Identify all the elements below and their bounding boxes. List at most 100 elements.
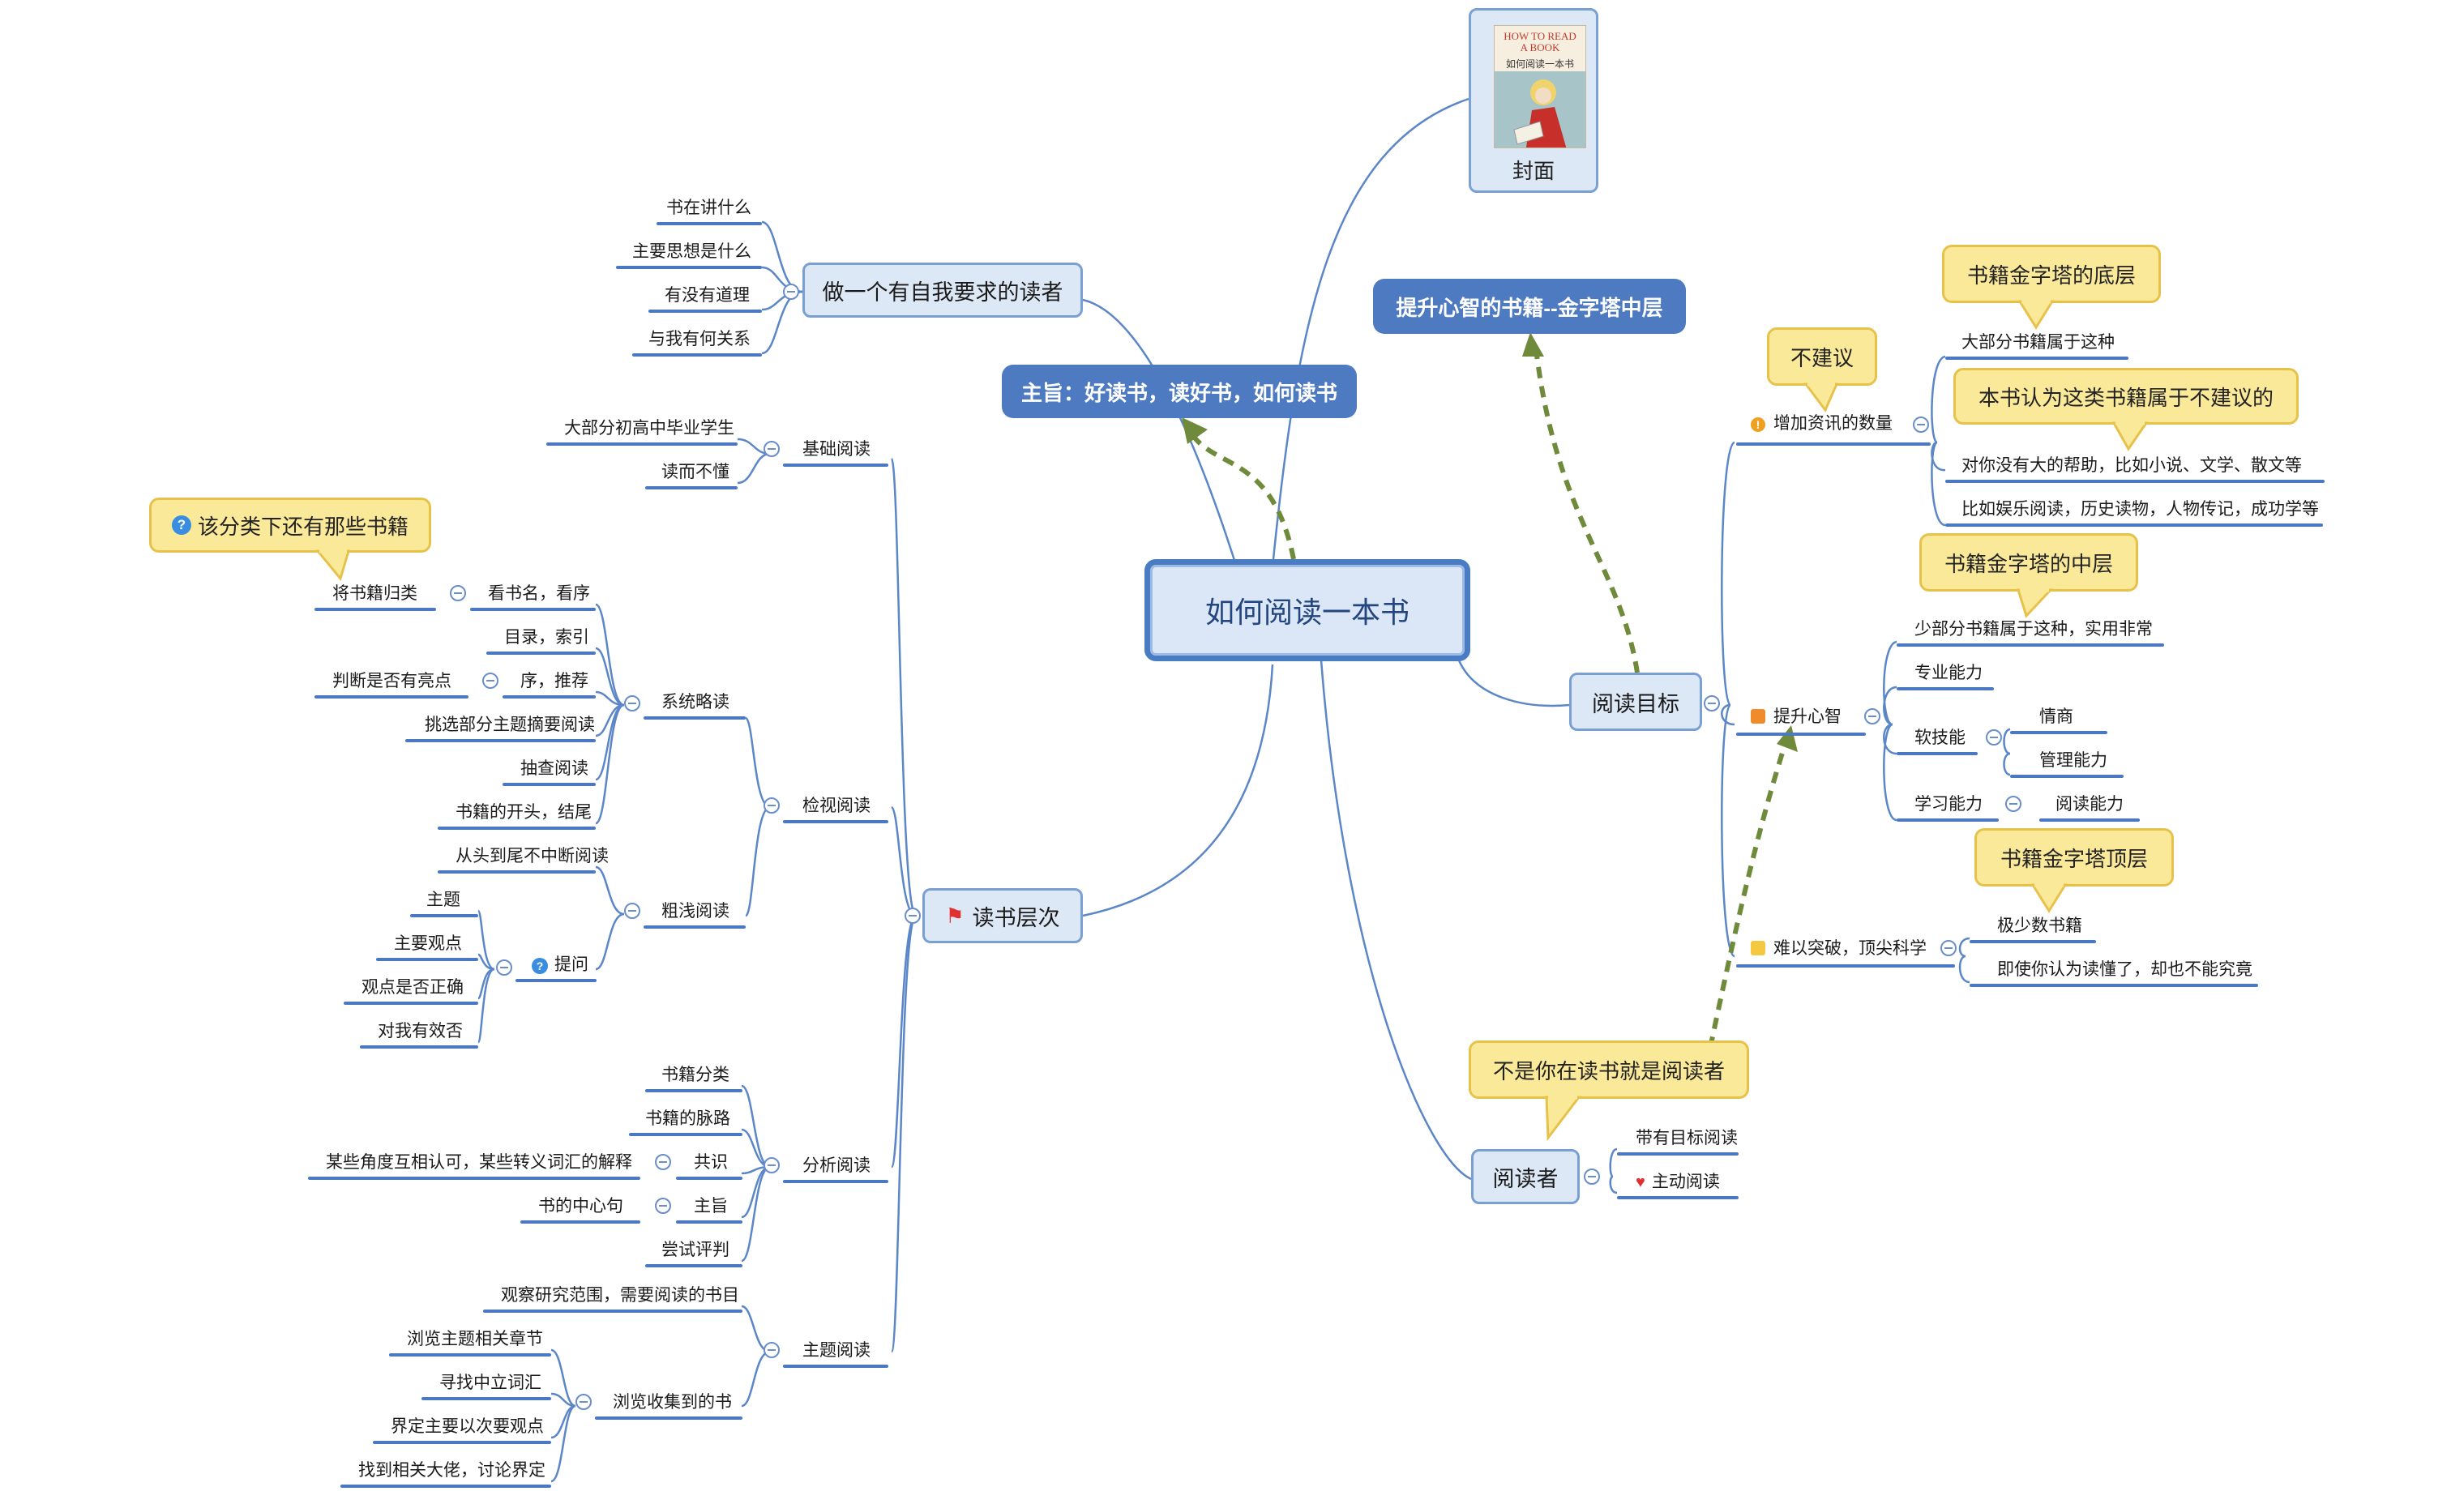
reader-item: ♥主动阅读	[1636, 1173, 1720, 1191]
self-reader-item: 有没有道理	[665, 286, 750, 305]
reading-goal-node[interactable]: 阅读目标	[1569, 673, 1702, 731]
note-not-recommend[interactable]: 不建议	[1767, 327, 1877, 386]
collapse-toggle[interactable]	[1913, 417, 1929, 433]
calendar-icon	[1751, 941, 1765, 955]
collapse-toggle[interactable]	[764, 1342, 780, 1358]
note-pyramid-top[interactable]: 书籍金字塔顶层	[1974, 828, 2174, 887]
browse-item: 找到相关大佬，讨论界定	[358, 1461, 545, 1480]
note-not-recommend-detail[interactable]: 本书认为这类书籍属于不建议的	[1953, 368, 2299, 425]
topic-item: 浏览收集到的书	[613, 1393, 732, 1412]
theme-label[interactable]: 主旨：好读书，读好书，如何读书	[1002, 365, 1357, 418]
collapse-toggle[interactable]	[1940, 940, 1957, 956]
systematic-skim: 系统略读	[661, 693, 729, 711]
skim-item: 挑选部分主题摘要阅读	[425, 716, 595, 734]
book-cover-image: HOW TO READ A BOOK 如何阅读一本书	[1494, 25, 1586, 148]
science-category: 难以突破，顶尖科学	[1751, 937, 1927, 961]
science-item: 即使你认为读懂了，却也不能究竟	[1997, 960, 2252, 979]
info-category: !增加资讯的数量	[1751, 412, 1893, 436]
question-icon: ?	[171, 515, 191, 535]
note-tail	[2018, 300, 2055, 330]
skim-item: 抽查阅读	[520, 759, 588, 778]
pyramid-mid-label[interactable]: 提升心智的书籍--金字塔中层	[1373, 279, 1686, 334]
collapse-toggle[interactable]	[2005, 796, 2021, 812]
note-tail	[2112, 421, 2149, 451]
basic-reading: 基础阅读	[802, 440, 871, 459]
science-item: 极少数书籍	[1997, 916, 2082, 935]
heart-icon: ♥	[1636, 1173, 1645, 1191]
analytic-item: 书籍的脉路	[645, 1109, 730, 1128]
self-reader-item: 与我有何关系	[648, 330, 751, 348]
collapse-toggle[interactable]	[1864, 708, 1880, 724]
mind-item: 软技能	[1914, 728, 1966, 747]
collapse-toggle[interactable]	[655, 1198, 671, 1214]
collapse-toggle[interactable]	[624, 695, 640, 711]
note-pyramid-middle[interactable]: 书籍金字塔的中层	[1919, 533, 2138, 592]
ask-item: 主题	[426, 891, 460, 909]
skim-sub-item: 判断是否有亮点	[332, 672, 451, 690]
reader-node[interactable]: 阅读者	[1471, 1149, 1580, 1204]
self-reader-item: 书在讲什么	[666, 199, 751, 217]
book-cover-title-en-1: HOW TO READ	[1504, 30, 1576, 42]
collapse-toggle[interactable]	[496, 959, 512, 976]
analytic-item: 主旨	[694, 1197, 728, 1216]
flag-icon: ⚑	[945, 903, 965, 928]
note-tail	[2031, 883, 2068, 913]
reading-levels-label: 读书层次	[972, 905, 1060, 930]
analytic-detail: 某些角度互相认可，某些转义词汇的解释	[326, 1153, 632, 1172]
collapse-toggle[interactable]	[764, 441, 780, 457]
topic-item: 观察研究范围，需要阅读的书目	[501, 1286, 739, 1305]
note-tail	[2017, 588, 2054, 618]
basic-item: 大部分初高中毕业学生	[564, 419, 734, 438]
analytic-item: 书籍分类	[661, 1066, 729, 1084]
note-tail	[316, 549, 351, 582]
book-cover-illustration	[1495, 71, 1585, 147]
ask-item: 观点是否正确	[361, 978, 464, 997]
skim-item: 序，推荐	[520, 672, 588, 690]
collapse-toggle[interactable]	[764, 797, 780, 814]
browse-item: 寻找中立词汇	[439, 1374, 541, 1392]
basic-item: 读而不懂	[661, 463, 729, 481]
mind-item: 少部分书籍属于这种，实用非常	[1914, 620, 2153, 639]
collapse-toggle[interactable]	[764, 1157, 780, 1173]
skim-item: 书籍的开头，结尾	[456, 803, 592, 822]
ask-item: 对我有效否	[378, 1022, 463, 1040]
collapse-toggle[interactable]	[624, 903, 640, 919]
note-reader[interactable]: 不是你在读书就是阅读者	[1469, 1040, 1749, 1099]
cover-label: 封面	[1512, 159, 1555, 183]
reading-levels-node[interactable]: ⚑ 读书层次	[922, 888, 1083, 943]
browse-item: 界定主要以次要观点	[391, 1417, 544, 1436]
shallow-reading: 粗浅阅读	[661, 902, 729, 921]
soft-skill-item: 情商	[2039, 707, 2073, 726]
collapse-toggle[interactable]	[450, 585, 466, 601]
analytic-detail: 书的中心句	[538, 1197, 623, 1216]
mind-item: 专业能力	[1914, 664, 1983, 682]
collapse-toggle[interactable]	[1584, 1169, 1600, 1185]
collapse-toggle[interactable]	[783, 284, 799, 300]
skim-item: 看书名，看序	[488, 584, 590, 603]
note-pyramid-bottom[interactable]: 书籍金字塔的底层	[1942, 245, 2161, 303]
central-topic[interactable]: 如何阅读一本书	[1144, 559, 1470, 661]
collapse-toggle[interactable]	[575, 1394, 592, 1410]
skim-item: 目录，索引	[504, 628, 589, 647]
analytic-item: 共识	[694, 1153, 728, 1172]
collapse-toggle[interactable]	[905, 908, 921, 924]
soft-skill-item: 管理能力	[2039, 751, 2107, 770]
inspect-reading: 检视阅读	[802, 797, 871, 815]
self-reader-item: 主要思想是什么	[632, 242, 751, 261]
collapse-toggle[interactable]	[482, 673, 498, 689]
book-cover-title-en-2: A BOOK	[1520, 41, 1560, 53]
analytic-item: 尝试评判	[661, 1241, 729, 1259]
book-cover-title-cn: 如何阅读一本书	[1505, 58, 1574, 70]
note-classify-question[interactable]: ?该分类下还有那些书籍	[149, 498, 431, 553]
note-tail	[1804, 382, 1839, 412]
info-item: 比如娱乐阅读，历史读物，人物传记，成功学等	[1961, 500, 2319, 519]
cover-node[interactable]: HOW TO READ A BOOK 如何阅读一本书 封面	[1469, 8, 1598, 193]
collapse-toggle[interactable]	[655, 1154, 671, 1170]
collapse-toggle[interactable]	[1986, 729, 2002, 746]
question-icon: ?	[532, 958, 548, 974]
self-reader-node[interactable]: 做一个有自我要求的读者	[802, 263, 1083, 318]
collapse-toggle[interactable]	[1704, 695, 1720, 711]
info-item: 大部分书籍属于这种	[1961, 333, 2115, 352]
ask-item: 主要观点	[394, 934, 462, 953]
